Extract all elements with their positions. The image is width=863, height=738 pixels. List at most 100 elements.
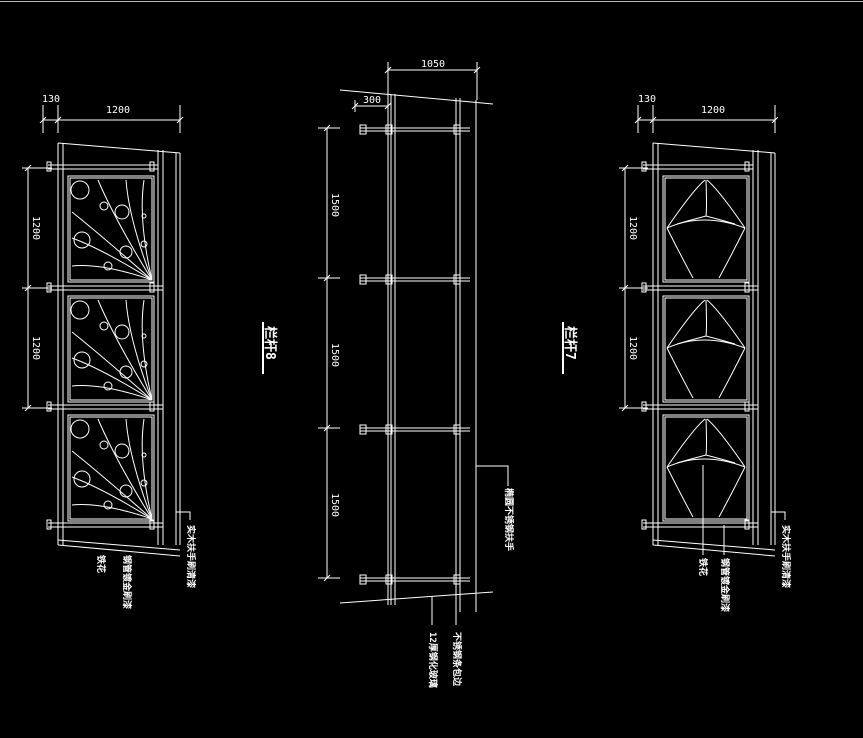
left-panel-frame-inner (69, 177, 153, 281)
left-panel-frame (67, 175, 155, 283)
left-panel-arc (71, 211, 153, 281)
left-panel-arc (71, 385, 153, 401)
right-panel-frame (662, 414, 750, 522)
right-panel-curve (666, 299, 706, 349)
right-panel-curve (705, 179, 707, 217)
middle-side-dim-2: 1500 (329, 343, 340, 367)
left-panel-frame-inner (69, 416, 153, 520)
left-rail-marker (149, 401, 155, 412)
right-note-iron-flower: 铁花 (697, 558, 709, 576)
middle-railing-section (318, 62, 509, 625)
middle-clamp-block (359, 124, 367, 135)
right-rail-marker (641, 401, 647, 412)
left-rail-marker (46, 161, 52, 172)
left-panel-circle (140, 360, 148, 368)
right-rail-marker (744, 519, 750, 530)
right-panel-curve (666, 347, 694, 399)
left-panel-circle (99, 201, 109, 211)
right-panel-curve (706, 299, 746, 349)
left-panel-circle (99, 321, 109, 331)
middle-dim-1050: 1050 (421, 59, 445, 70)
left-panel-arc (71, 476, 153, 520)
left-panel-frame (67, 414, 155, 522)
left-rail-marker (149, 519, 155, 530)
left-rail-marker (149, 161, 155, 172)
right-panel-curve (666, 179, 706, 229)
middle-clamp-block (385, 574, 393, 585)
right-panel-curve (718, 466, 746, 518)
left-panel-circle (140, 479, 148, 487)
left-panel-frame-inner (69, 297, 153, 401)
left-panel-arc (125, 179, 153, 281)
left-panel-circle (119, 484, 133, 498)
left-panel-arc (71, 357, 153, 401)
left-title: 栏杆8 (262, 326, 278, 360)
right-note-steel-pipe: 钢管镀金刷漆 (719, 558, 731, 612)
middle-clamp-block (453, 124, 461, 135)
left-note-steel-pipe: 钢管镀金刷漆 (121, 555, 133, 609)
left-rail-marker (46, 401, 52, 412)
middle-clamp-block (385, 124, 393, 135)
left-panel-circle (141, 213, 147, 219)
right-panel-curve (718, 347, 746, 399)
left-rail-marker (149, 282, 155, 293)
middle-side-dim-1: 1500 (329, 193, 340, 217)
right-panel-curve (666, 458, 746, 468)
left-panel-circle (70, 180, 90, 200)
right-rail-marker (744, 161, 750, 172)
left-panel-arc (71, 331, 153, 401)
right-panel-curve (666, 466, 694, 518)
left-panel-circle (141, 452, 147, 458)
left-panel-circle (70, 419, 90, 439)
right-panel-curve (718, 227, 746, 279)
left-panel-arc (97, 418, 153, 520)
left-panel-circle (103, 261, 113, 271)
middle-note-handrail: 椭圆不锈钢扶手 (503, 488, 515, 551)
right-panel-frame-inner (664, 416, 748, 520)
middle-note-edge-bar: 不锈钢条包边 (451, 632, 463, 687)
left-panel-circle (114, 443, 130, 459)
left-panel-circle (73, 231, 91, 249)
left-panel-circle (103, 381, 113, 391)
right-note-handrail: 实木扶手刷清漆 (780, 525, 792, 588)
left-panel-arc (141, 418, 153, 520)
right-dim-130: 130 (638, 94, 656, 105)
left-panel-circle (70, 300, 90, 320)
middle-clamp-block (359, 274, 367, 285)
right-panel-curve (666, 219, 746, 229)
left-side-dim-1: 1200 (30, 216, 41, 240)
left-note-iron-flower: 铁花 (95, 555, 107, 573)
right-panel-curve (666, 227, 694, 279)
right-rail-marker (641, 161, 647, 172)
left-panel-circle (103, 500, 113, 510)
middle-glass-clamps (359, 124, 470, 585)
left-panel-arc (97, 179, 153, 281)
right-panel-curve (706, 418, 746, 468)
middle-clamp-block (453, 424, 461, 435)
left-panel-circle (119, 365, 133, 379)
right-panel-frame (662, 175, 750, 283)
middle-note-glass: 12厚钢化玻璃 (427, 632, 439, 688)
left-side-dim-2: 1200 (30, 336, 41, 360)
right-panel-curve (705, 418, 707, 456)
left-panel-arc (71, 504, 153, 520)
right-rail-marker (641, 519, 647, 530)
left-panel-arc (125, 418, 153, 520)
right-railing-elevation (619, 105, 786, 557)
right-panel-curve (706, 179, 746, 229)
left-panel-circle (119, 245, 133, 259)
right-panel-curve (666, 418, 706, 468)
right-panel-curve (666, 339, 746, 349)
left-panel-circle (114, 204, 130, 220)
middle-side-dim-3: 1500 (329, 493, 340, 517)
left-panel-arc (71, 237, 153, 281)
right-panel-frame (662, 295, 750, 403)
right-side-dim-1: 1200 (627, 216, 638, 240)
right-dim-1200: 1200 (701, 105, 725, 116)
middle-clamp-block (385, 274, 393, 285)
right-rail-marker (641, 282, 647, 293)
left-panel-arc (125, 299, 153, 401)
left-panel-arc (141, 179, 153, 281)
middle-clamp-block (453, 574, 461, 585)
